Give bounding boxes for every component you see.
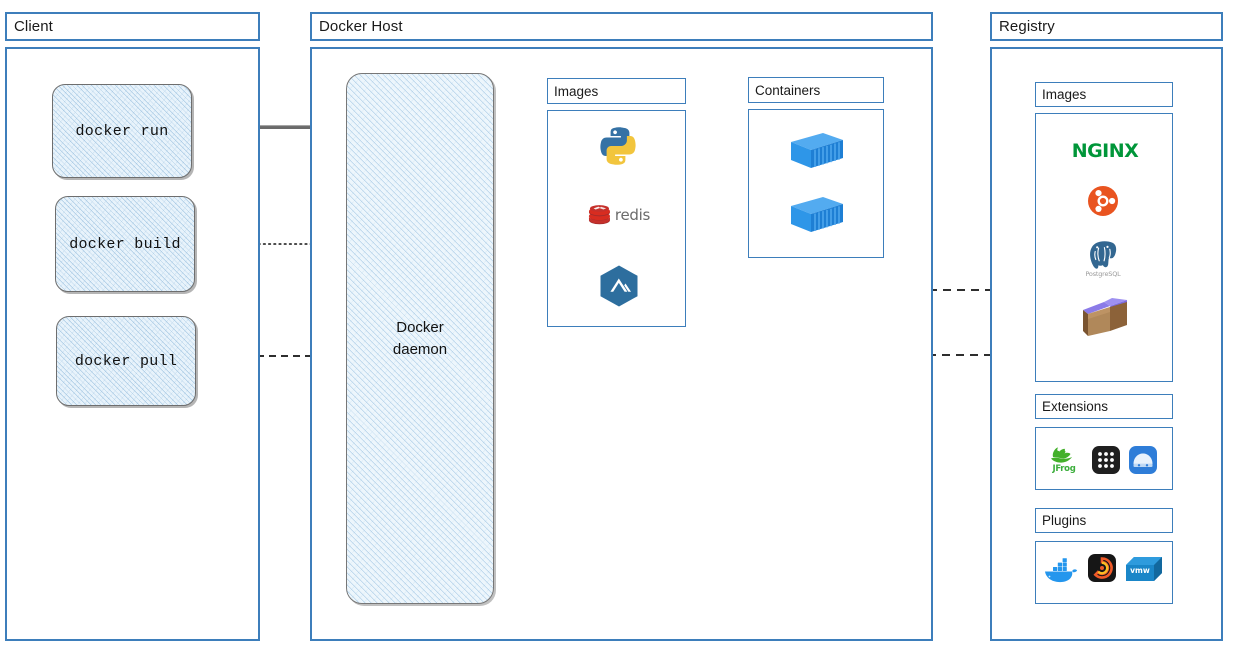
package-box-icon (1083, 298, 1127, 336)
vmware-wordmark: vmw (1130, 566, 1150, 575)
container-icon (791, 197, 843, 232)
nginx-logo: NGINX (1060, 138, 1150, 164)
daemon-line-2: daemon (392, 340, 448, 358)
panel-label-extensions: Extensions (1042, 399, 1109, 414)
docker-whale-logo (1042, 555, 1080, 587)
group-label-client: Client (14, 18, 53, 35)
docker-build-node[interactable]: docker build (55, 196, 195, 292)
group-title-registry: Registry (990, 12, 1223, 41)
ubuntu-icon (1088, 186, 1118, 216)
python-logo (598, 125, 638, 167)
redis-icon (588, 205, 610, 225)
group-label-docker-host: Docker Host (319, 18, 403, 35)
panel-title-plugins: Plugins (1035, 508, 1173, 533)
python-icon (600, 127, 636, 165)
snyk-logo (1129, 446, 1157, 474)
panel-label-containers: Containers (755, 82, 821, 98)
postgresql-wordmark: PostgreSQL (1085, 270, 1121, 278)
panel-title-registry-images: Images (1035, 82, 1173, 107)
grafana-icon (1093, 557, 1113, 579)
docker-pull-label: docker pull (74, 352, 178, 370)
jfrog-icon (1051, 447, 1072, 463)
docker-pull-node[interactable]: docker pull (56, 316, 196, 406)
container-icon (791, 133, 843, 168)
panel-body-containers (748, 109, 884, 258)
panel-title-host-images: Images (547, 78, 686, 104)
vmware-logo: vmw (1124, 554, 1164, 584)
panel-label-host-images: Images (554, 83, 599, 99)
postgresql-logo: PostgreSQL (1080, 238, 1126, 280)
docker-daemon-node[interactable]: Docker daemon (346, 73, 494, 604)
group-title-docker-host: Docker Host (310, 12, 933, 41)
postgresql-icon (1090, 241, 1117, 269)
redis-wordmark: redis (614, 206, 650, 224)
redis-logo: redis (588, 203, 650, 227)
vmware-icon: vmw (1126, 557, 1162, 581)
nginx-wordmark: NGINX (1071, 140, 1139, 162)
panel-label-plugins: Plugins (1042, 513, 1087, 528)
group-title-client: Client (5, 12, 260, 41)
jfrog-wordmark: JFrog (1052, 464, 1076, 474)
grafana-logo (1088, 554, 1116, 582)
panel-label-registry-images: Images (1042, 87, 1087, 102)
container-box-2 (789, 192, 845, 236)
docker-build-label: docker build (69, 235, 181, 253)
jfrog-logo: JFrog (1046, 441, 1082, 477)
grid-app-logo (1092, 446, 1120, 474)
package-box-logo (1080, 293, 1130, 339)
daemon-line-1: Docker (396, 319, 444, 337)
docker-whale-icon (1045, 558, 1078, 583)
container-box-1 (789, 128, 845, 172)
docker-daemon-label: Docker daemon (393, 317, 447, 360)
alpine-icon (600, 265, 638, 307)
ubuntu-logo (1087, 185, 1119, 217)
docker-run-label: docker run (75, 122, 169, 140)
docker-run-node[interactable]: docker run (52, 84, 192, 178)
alpine-logo (598, 264, 640, 308)
panel-title-containers: Containers (748, 77, 884, 103)
panel-title-extensions: Extensions (1035, 394, 1173, 419)
group-label-registry: Registry (999, 18, 1055, 35)
grid-app-icon (1098, 452, 1114, 468)
snyk-icon (1133, 453, 1153, 467)
